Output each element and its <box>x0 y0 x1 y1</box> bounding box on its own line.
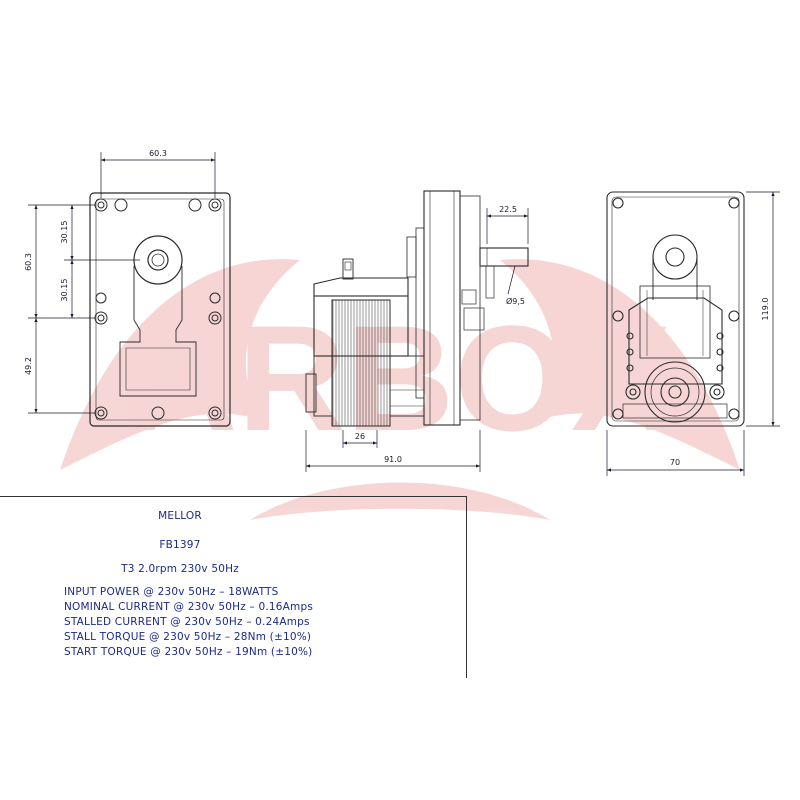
spec-nominal-current: NOMINAL CURRENT @ 230v 50Hz – 0.16Amps <box>64 601 313 613</box>
brand-label: MELLOR <box>158 510 202 522</box>
spec-stall-torque: STALL TORQUE @ 230v 50Hz – 28Nm (±10%) <box>64 631 312 643</box>
spec-start-torque: START TORQUE @ 230v 50Hz – 19Nm (±10%) <box>64 646 313 658</box>
dim-shaft-diameter: Ø9,5 <box>506 296 525 306</box>
dim-side-width: 91.0 <box>384 455 402 464</box>
dim-bottom-height: 49.2 <box>24 357 33 375</box>
dim-left-height: 60.3 <box>24 253 33 271</box>
model-line: T3 2.0rpm 230v 50Hz <box>121 563 239 575</box>
front-dimensions <box>28 152 216 414</box>
dim-rear-width: 70 <box>670 458 680 467</box>
watermark-logo: ARBOX <box>60 259 740 520</box>
front-view <box>89 192 231 427</box>
dim-coil-width: 26 <box>355 432 365 441</box>
watermark-text: ARBOX <box>129 294 671 462</box>
spec-panel <box>0 496 467 678</box>
spec-stalled-current: STALLED CURRENT @ 230v 50Hz – 0.24Amps <box>64 616 310 628</box>
dim-upper-offset: 30.15 <box>60 221 69 244</box>
rear-view <box>606 191 745 427</box>
dim-front-width: 60.3 <box>149 149 167 158</box>
rear-dimensions <box>606 191 780 476</box>
side-dimensions <box>305 208 529 472</box>
dim-rear-height: 119.0 <box>761 298 770 321</box>
dim-lower-offset: 30.15 <box>60 279 69 302</box>
part-number: FB1397 <box>159 539 201 551</box>
dim-shaft-length: 22.5 <box>499 205 517 214</box>
side-view <box>305 190 529 427</box>
spec-input-power: INPUT POWER @ 230v 50Hz – 18WATTS <box>64 586 279 598</box>
